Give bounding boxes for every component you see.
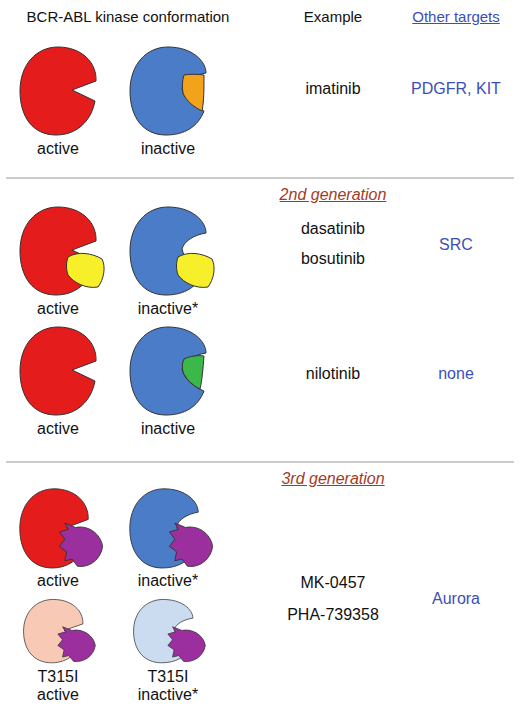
conformation-label: T315I inactive* <box>128 668 208 704</box>
target-name: none <box>396 365 516 383</box>
conformation-label: active <box>13 300 103 318</box>
generation-heading: 3rd generation <box>248 470 418 488</box>
drug-name: bosutinib <box>268 250 398 268</box>
conformation-label: active <box>13 572 103 590</box>
conformation-label: active <box>13 140 103 158</box>
column-header: Other targets <box>396 8 516 26</box>
conformation-label: inactive <box>123 420 213 438</box>
target-name: Aurora <box>396 590 516 608</box>
column-header: Example <box>273 8 393 26</box>
drug-name: PHA-739358 <box>268 606 398 624</box>
conformation-label: inactive <box>123 140 213 158</box>
conformation-label: active <box>13 420 103 438</box>
drug-name: imatinib <box>268 80 398 98</box>
target-name: SRC <box>396 236 516 254</box>
column-header: BCR-ABL kinase conformation <box>8 8 248 26</box>
target-name: PDGFR, KIT <box>396 80 516 98</box>
conformation-label: inactive* <box>123 300 213 318</box>
drug-name: MK-0457 <box>268 574 398 592</box>
generation-heading: 2nd generation <box>248 186 418 204</box>
drug-name: dasatinib <box>268 220 398 238</box>
separator-line <box>6 178 514 179</box>
conformation-label: T315I active <box>27 668 89 704</box>
conformation-label: inactive* <box>123 572 213 590</box>
drug-name: nilotinib <box>268 365 398 383</box>
separator-line <box>6 462 514 463</box>
